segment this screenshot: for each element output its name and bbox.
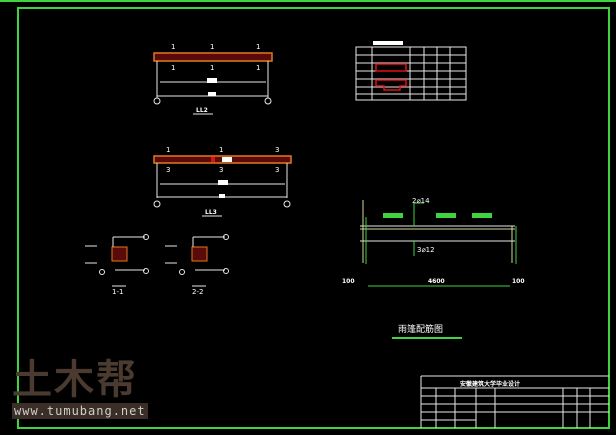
section-mark: 3 — [219, 166, 223, 174]
section-mark: 1 — [210, 64, 214, 72]
watermark-logo: 土木帮 — [12, 357, 138, 403]
section-title: 2-2 — [192, 288, 203, 296]
section-mark: 3 — [275, 166, 279, 174]
section-mark: 1 — [171, 43, 175, 51]
section-mark: 1 — [166, 146, 170, 154]
beam-title: LL3 — [205, 209, 217, 216]
title-block: 安徽建筑大学毕业设计 — [420, 375, 609, 428]
section-1-1: 1-1 — [85, 234, 149, 296]
canopy-rebar-diagram: 2⌀14 3⌀12 100 4600 100 雨篷配筋图 — [342, 197, 525, 339]
section-mark: 3 — [166, 166, 170, 174]
school-title: 安徽建筑大学毕业设计 — [460, 380, 520, 388]
inner-frame — [17, 7, 610, 429]
section-title: 1-1 — [112, 288, 123, 296]
dimension-left: 100 — [342, 278, 355, 285]
beam-title: LL2 — [196, 107, 208, 114]
dimension-right: 100 — [512, 278, 525, 285]
section-mark: 1 — [256, 43, 260, 51]
rebar-table — [355, 41, 467, 101]
section-mark: 1 — [219, 146, 223, 154]
section-mark: 3 — [275, 146, 279, 154]
watermark: 土木帮 www.tumubang.net — [12, 360, 148, 419]
section-mark: 1 — [171, 64, 175, 72]
beam-ll2: 1 1 1 1 1 1 LL2 — [153, 43, 273, 115]
section-2-2: 2-2 — [165, 234, 229, 296]
beam-ll3: 1 1 3 3 3 3 LL3 — [153, 146, 292, 217]
watermark-url: www.tumubang.net — [12, 403, 148, 419]
bottom-rebar-label: 3⌀12 — [417, 246, 435, 254]
canopy-title: 雨篷配筋图 — [398, 323, 443, 335]
section-mark: 1 — [256, 64, 260, 72]
dimension-span: 4600 — [428, 278, 445, 285]
section-mark: 1 — [210, 43, 214, 51]
top-rebar-label: 2⌀14 — [412, 197, 430, 205]
